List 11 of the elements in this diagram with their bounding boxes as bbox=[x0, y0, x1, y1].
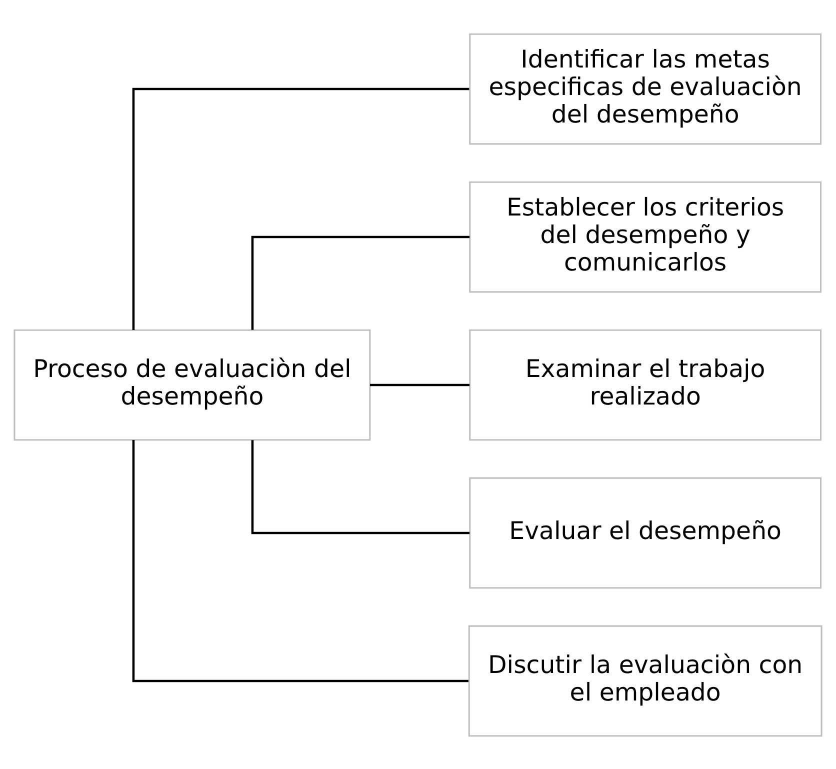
node-box: Proceso de evaluaciòn del desempeño bbox=[14, 328, 371, 440]
node-box: Establecer los criterios del desempeño y comunicarlos bbox=[469, 180, 822, 292]
node-box: Discutir la evaluaciòn con el empleado bbox=[468, 624, 822, 736]
connector bbox=[251, 235, 470, 330]
connector bbox=[132, 439, 468, 682]
connector bbox=[132, 87, 470, 330]
node-box: Evaluar el desempeño bbox=[469, 476, 822, 588]
connector bbox=[370, 383, 470, 386]
connector bbox=[251, 440, 470, 534]
node-box: Identificar las metas especificas de evaluaciòn del desempeño bbox=[469, 32, 822, 144]
node-box: Examinar el trabajo realizado bbox=[469, 328, 822, 440]
